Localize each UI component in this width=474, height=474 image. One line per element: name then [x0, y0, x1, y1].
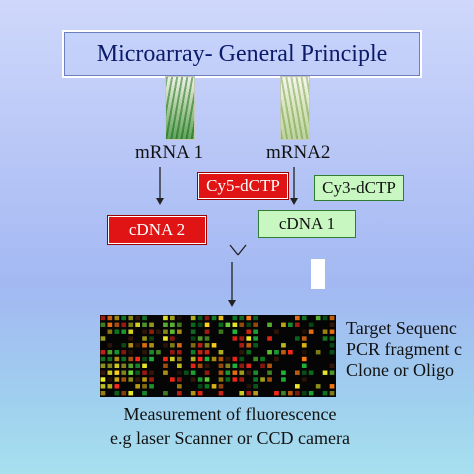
measurement-method-caption: e.g laser Scanner or CCD camera — [110, 428, 350, 448]
cy3-dctp-label: Cy3-dCTP — [314, 175, 404, 201]
merge-right-line — [237, 244, 247, 256]
cy5-dctp-label: Cy5-dCTP — [198, 173, 288, 199]
cdna-1-label: cDNA 1 — [258, 210, 356, 238]
microarray-image — [100, 315, 336, 397]
pcr-fragment-label: PCR fragment c — [346, 339, 462, 359]
mrna-2-label: mRNA2 — [266, 142, 331, 163]
mrna-1-label: mRNA 1 — [135, 142, 204, 163]
plant-sample-1-image — [165, 76, 195, 140]
microarray-spots — [100, 315, 335, 396]
white-marker-bar — [311, 259, 325, 289]
merge-left-line — [229, 244, 239, 256]
clone-oligo-label: Clone or Oligo — [346, 360, 454, 380]
measurement-caption: Measurement of fluorescence — [123, 404, 337, 424]
plant-sample-2-image — [280, 76, 310, 140]
target-sequence-label: Target Sequenc — [346, 318, 457, 338]
cdna-2-label: cDNA 2 — [108, 216, 206, 244]
diagram-title: Microarray- General Principle — [62, 30, 422, 78]
